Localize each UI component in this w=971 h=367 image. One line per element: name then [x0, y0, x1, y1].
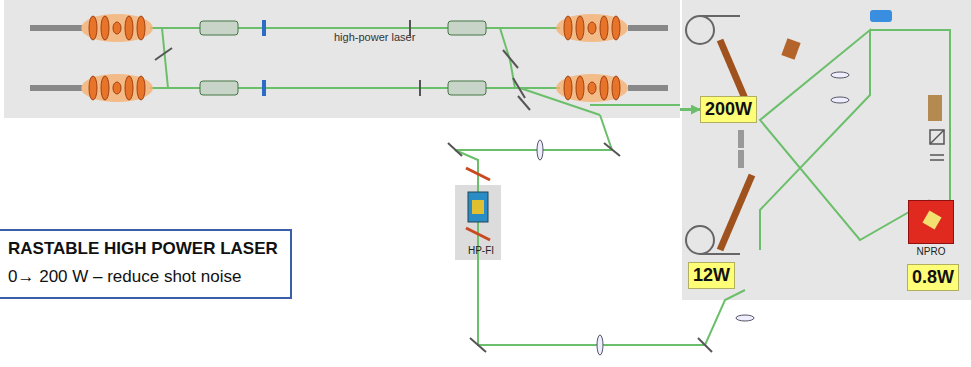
hp-faraday-isolator: HP-FI: [455, 185, 507, 260]
node-note: 0→ 200 W – reduce shot noise: [8, 267, 278, 287]
hp-isolator: [466, 168, 490, 240]
beam-arrow: [680, 108, 700, 111]
seed-panel-ground: [682, 0, 971, 300]
npro-crystal: [922, 210, 941, 229]
amplifier-crystals: [720, 40, 752, 250]
laser-panel: high-power laser: [4, 0, 680, 118]
node-label: RASTABLE HIGH POWER LASER: [8, 239, 278, 259]
mirrors-lenses: [155, 20, 712, 352]
callout-box: RASTABLE HIGH POWER LASER 0→ 200 W – redu…: [0, 229, 292, 299]
npro-crystal-box: [908, 200, 954, 244]
node-label: high-power laser: [334, 31, 680, 43]
node-label: HP-FI: [455, 245, 507, 256]
lenses: [537, 72, 849, 355]
node-label: NPRO: [902, 246, 960, 257]
power-box: 200W: [700, 96, 757, 123]
power-box: 12W: [688, 262, 735, 289]
node-label: 0.8W: [912, 267, 954, 288]
node-label: 200W: [705, 99, 752, 120]
waveplates: [262, 20, 266, 96]
mirror-mount: [781, 38, 800, 60]
seed-isolator: [870, 10, 892, 22]
npro-laser: NPRO: [902, 200, 960, 260]
laser-heads: [81, 14, 628, 102]
polarizer: [930, 130, 944, 160]
node-label: 12W: [693, 265, 730, 286]
laser-panel-ground: [4, 0, 680, 118]
eom: [928, 95, 942, 121]
power-box: 0.8W: [907, 264, 959, 291]
